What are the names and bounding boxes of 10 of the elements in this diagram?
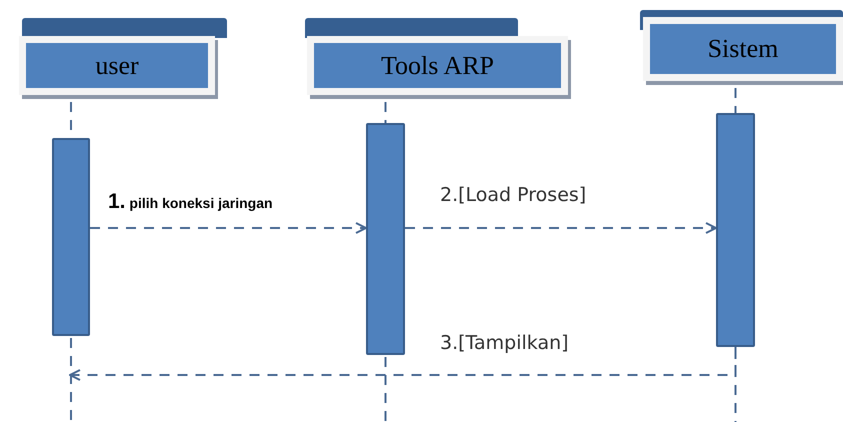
message-arrow <box>69 347 736 381</box>
activation-bar <box>716 113 755 347</box>
lifeline <box>384 102 386 123</box>
message-label: 2.[Load Proses] <box>440 184 586 206</box>
message-arrow <box>90 222 367 234</box>
message-arrow <box>405 222 717 234</box>
message-label: 3.[Tampilkan] <box>440 332 569 354</box>
activation-bar <box>52 138 90 336</box>
activation-bar <box>366 123 405 355</box>
lifeline <box>734 88 736 113</box>
